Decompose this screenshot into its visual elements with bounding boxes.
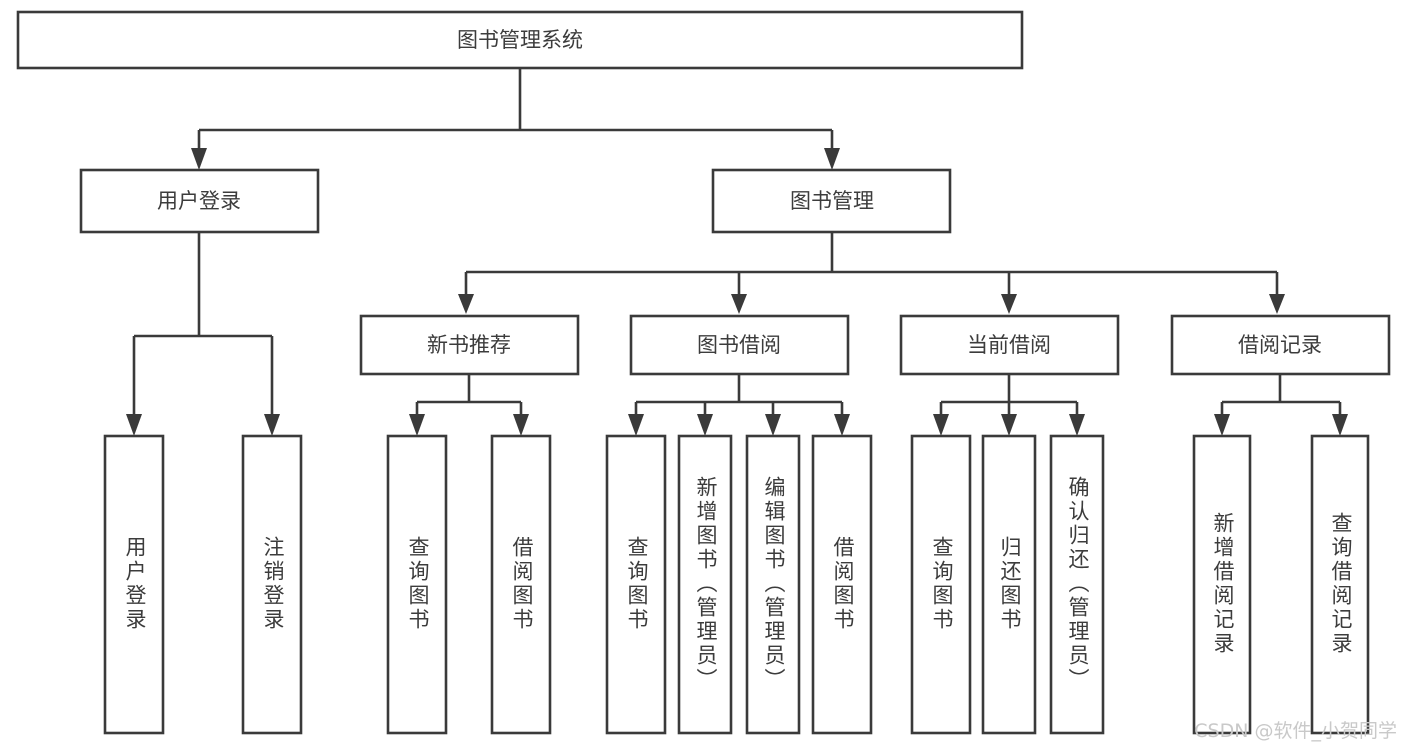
node-borrow-record-box[interactable] — [1170, 314, 1391, 376]
node-book-management[interactable]: 图书管理 — [711, 168, 952, 234]
leaf-node[interactable]: 借阅图书 — [490, 434, 552, 735]
node-book-borrow-box[interactable] — [629, 314, 850, 376]
node-new-book-recommend-label: 新书推荐 — [427, 333, 511, 357]
arrow-to-bookborrow — [731, 294, 747, 314]
arrow-leaf-br-2 — [1332, 414, 1348, 436]
leaf-nb-borrow-book-label: 借阅图书 — [510, 536, 534, 632]
edges-group — [126, 68, 1348, 436]
leaf-node[interactable]: 查询借阅记录 — [1310, 434, 1370, 735]
arrow-to-bookmgmt — [824, 148, 840, 170]
leaf-br-query-record-label: 查询借阅记录 — [1329, 512, 1353, 656]
arrow-leaf-user-login — [126, 414, 142, 436]
leaf-bb-borrow-book-box[interactable] — [811, 434, 873, 735]
leaf-logout-box[interactable] — [241, 434, 303, 735]
arrow-leaf-bb-4 — [834, 414, 850, 436]
leaf-node[interactable]: 注销登录 — [241, 434, 303, 735]
leaf-cb-return-book-box[interactable] — [981, 434, 1037, 735]
node-book-management-box[interactable] — [711, 168, 952, 234]
arrow-to-currentborrow — [1001, 294, 1017, 314]
leaf-br-add-record-box[interactable] — [1192, 434, 1252, 735]
node-current-borrow-box[interactable] — [899, 314, 1120, 376]
leaf-bb-add-book-label: 新增图书（管理员） — [694, 476, 718, 692]
arrow-leaf-br-1 — [1214, 414, 1230, 436]
node-root-label: 图书管理系统 — [457, 28, 583, 52]
arrow-to-newbook — [458, 294, 474, 314]
node-current-borrow-label: 当前借阅 — [967, 333, 1051, 357]
leaf-bb-edit-book-box[interactable] — [745, 434, 801, 735]
leaf-node[interactable]: 编辑图书（管理员） — [745, 434, 801, 735]
node-new-book-recommend[interactable]: 新书推荐 — [359, 314, 580, 376]
leaf-node[interactable]: 归还图书 — [981, 434, 1037, 735]
leaf-nb-query-book-box[interactable] — [386, 434, 448, 735]
node-new-book-recommend-box[interactable] — [359, 314, 580, 376]
leaf-node[interactable]: 用户登录 — [103, 434, 165, 735]
node-borrow-record-label: 借阅记录 — [1238, 333, 1322, 357]
leaf-user-login-label: 用户登录 — [123, 536, 147, 632]
leaf-node[interactable]: 查询图书 — [910, 434, 972, 735]
leaf-node[interactable]: 查询图书 — [605, 434, 667, 735]
leaf-bb-query-book-label: 查询图书 — [625, 536, 649, 632]
arrow-to-borrowrecord — [1269, 294, 1285, 314]
node-borrow-record[interactable]: 借阅记录 — [1170, 314, 1391, 376]
arrow-leaf-nb-2 — [513, 414, 529, 436]
node-root-box[interactable] — [16, 10, 1024, 70]
leaf-bb-query-book-box[interactable] — [605, 434, 667, 735]
leaf-node[interactable]: 确认归还（管理员） — [1049, 434, 1105, 735]
arrow-leaf-cb-1 — [933, 414, 949, 436]
arrow-to-userlogin — [191, 148, 207, 170]
arrow-leaf-logout — [264, 414, 280, 436]
node-root-system[interactable]: 图书管理系统 — [16, 10, 1024, 70]
node-user-login-box[interactable] — [79, 168, 320, 234]
leaf-cb-confirm-return-box[interactable] — [1049, 434, 1105, 735]
arrow-leaf-bb-3 — [765, 414, 781, 436]
arrow-leaf-cb-2 — [1001, 414, 1017, 436]
node-book-borrow[interactable]: 图书借阅 — [629, 314, 850, 376]
leaf-user-login-box[interactable] — [103, 434, 165, 735]
leaf-node[interactable]: 借阅图书 — [811, 434, 873, 735]
leaf-node[interactable]: 新增借阅记录 — [1192, 434, 1252, 735]
arrow-leaf-bb-2 — [697, 414, 713, 436]
arrow-leaf-cb-3 — [1069, 414, 1085, 436]
leaf-node[interactable]: 新增图书（管理员） — [677, 434, 733, 735]
arrow-leaf-bb-1 — [628, 414, 644, 436]
node-user-login[interactable]: 用户登录 — [79, 168, 320, 234]
leaf-bb-edit-book-label: 编辑图书（管理员） — [762, 476, 786, 692]
leaf-bb-add-book-box[interactable] — [677, 434, 733, 735]
leaf-nb-query-book-label: 查询图书 — [406, 536, 430, 632]
leaf-cb-confirm-return-label: 确认归还（管理员） — [1066, 476, 1090, 692]
node-user-login-label: 用户登录 — [157, 189, 241, 213]
leaf-br-add-record-label: 新增借阅记录 — [1211, 512, 1235, 656]
node-book-management-label: 图书管理 — [790, 189, 874, 213]
leaf-nb-borrow-book-box[interactable] — [490, 434, 552, 735]
arrow-leaf-nb-1 — [409, 414, 425, 436]
node-current-borrow[interactable]: 当前借阅 — [899, 314, 1120, 376]
leaf-node[interactable]: 查询图书 — [386, 434, 448, 735]
leaf-bb-borrow-book-label: 借阅图书 — [831, 536, 855, 632]
leaf-logout-label: 注销登录 — [261, 536, 285, 632]
leaf-br-query-record-box[interactable] — [1310, 434, 1370, 735]
leaf-cb-query-book-box[interactable] — [910, 434, 972, 735]
leaf-cb-return-book-label: 归还图书 — [998, 536, 1022, 632]
node-book-borrow-label: 图书借阅 — [697, 333, 781, 357]
leaf-cb-query-book-label: 查询图书 — [930, 536, 954, 632]
